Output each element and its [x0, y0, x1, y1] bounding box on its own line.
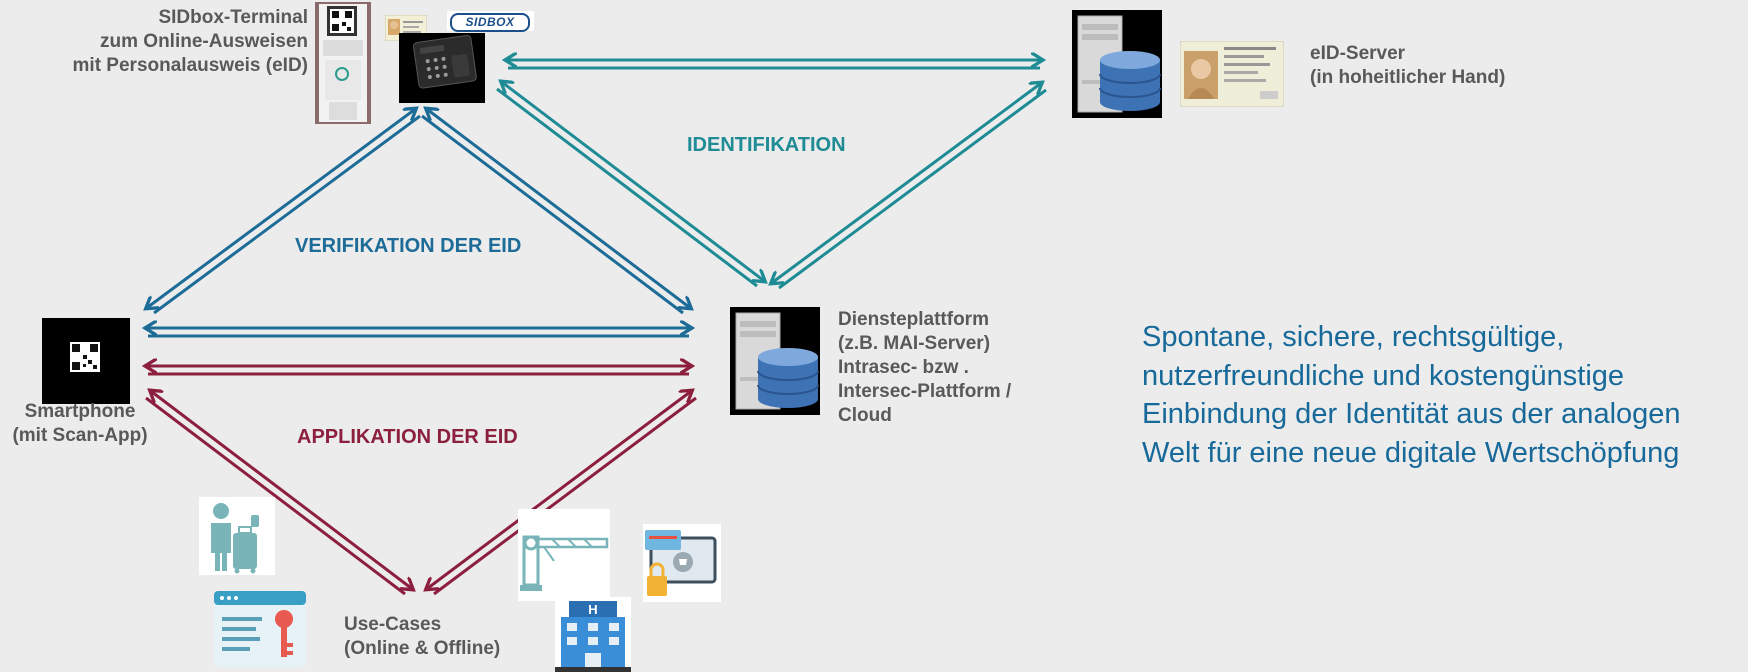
identification-label: IDENTIFIKATION: [687, 134, 846, 156]
tagline-line: nutzerfreundliche und kostengünstige: [1142, 359, 1625, 392]
eid-server-label-line: eID-Server: [1310, 43, 1406, 64]
service-platform-label-line: Diensteplattform: [838, 309, 989, 330]
verification-arrows: [148, 110, 689, 338]
tagline: Spontane, sichere, rechtsgültige, nutzer…: [1142, 318, 1681, 472]
smartphone-label-line: (mit Scan-App): [12, 425, 148, 446]
sidbox-logo-badge: SIDBOX: [450, 13, 530, 32]
svg-text:H: H: [588, 602, 597, 617]
application-arrows: [145, 366, 697, 596]
use-cases-label-line: Use-Cases: [344, 614, 442, 635]
terminal-label-line: mit Personalausweis (eID): [72, 55, 308, 76]
smartphone-label: Smartphone (mit Scan-App): [0, 400, 160, 448]
barrier-gate-icon: [518, 509, 610, 601]
card-reader-icon: [399, 33, 485, 103]
arrow-smartphone-usecases: [145, 392, 411, 596]
kiosk-terminal-icon: [315, 2, 371, 124]
sidbox-logo: SIDBOX: [447, 11, 534, 32]
terminal-label: SIDbox-Terminal zum Online-Ausweisen mit…: [0, 6, 308, 78]
arrow-terminal-platform: [496, 83, 763, 288]
eid-server-label: eID-Server (in hoheitlicher Hand): [1310, 42, 1505, 90]
arrow-terminal-eidserver: [508, 60, 1040, 70]
use-cases-label: Use-Cases (Online & Offline): [344, 613, 500, 661]
tagline-line: Welt für eine neue digitale Wertschöpfun…: [1142, 436, 1680, 469]
arrow-smartphone-platform-verification: [148, 328, 689, 338]
smartphone-qr-icon: [42, 318, 130, 404]
traveler-icon: [199, 497, 275, 575]
service-platform-label-line: Intrasec- bzw .: [838, 357, 969, 378]
arrow-smartphone-platform-application: [148, 366, 689, 376]
terminal-label-line: zum Online-Ausweisen: [100, 31, 308, 52]
verification-label: VERIFIKATION DER EID: [295, 235, 522, 257]
service-platform-label-line: Cloud: [838, 405, 892, 426]
service-platform-label: Diensteplattform (z.B. MAI-Server) Intra…: [838, 308, 1011, 428]
terminal-label-line: SIDbox-Terminal: [158, 7, 308, 28]
smartphone-label-line: Smartphone: [24, 401, 136, 422]
arrow-terminal-smartphone: [148, 110, 421, 315]
service-platform-label-line: (z.B. MAI-Server): [838, 333, 991, 354]
tagline-line: Spontane, sichere, rechtsgültige,: [1142, 321, 1565, 353]
arrow-terminal-platform-verification: [421, 110, 689, 315]
arrow-platform-usecases: [428, 392, 697, 596]
arrow-eidserver-platform: [773, 84, 1047, 290]
eid-card-icon: [1180, 41, 1284, 107]
service-platform-server-icon: [730, 307, 820, 415]
eid-server-label-line: (in hoheitlicher Hand): [1310, 67, 1506, 88]
hotel-icon: H: [555, 597, 631, 672]
web-key-icon: [214, 591, 306, 667]
online-shop-icon: [643, 524, 721, 602]
eid-server-icon: [1072, 10, 1162, 118]
tagline-line: Einbindung der Identität aus der analoge…: [1142, 398, 1681, 430]
application-label: APPLIKATION DER EID: [297, 426, 518, 448]
service-platform-label-line: Intersec-Plattform /: [838, 381, 1012, 402]
identification-arrows: [496, 60, 1047, 290]
use-cases-label-line: (Online & Offline): [344, 638, 501, 659]
